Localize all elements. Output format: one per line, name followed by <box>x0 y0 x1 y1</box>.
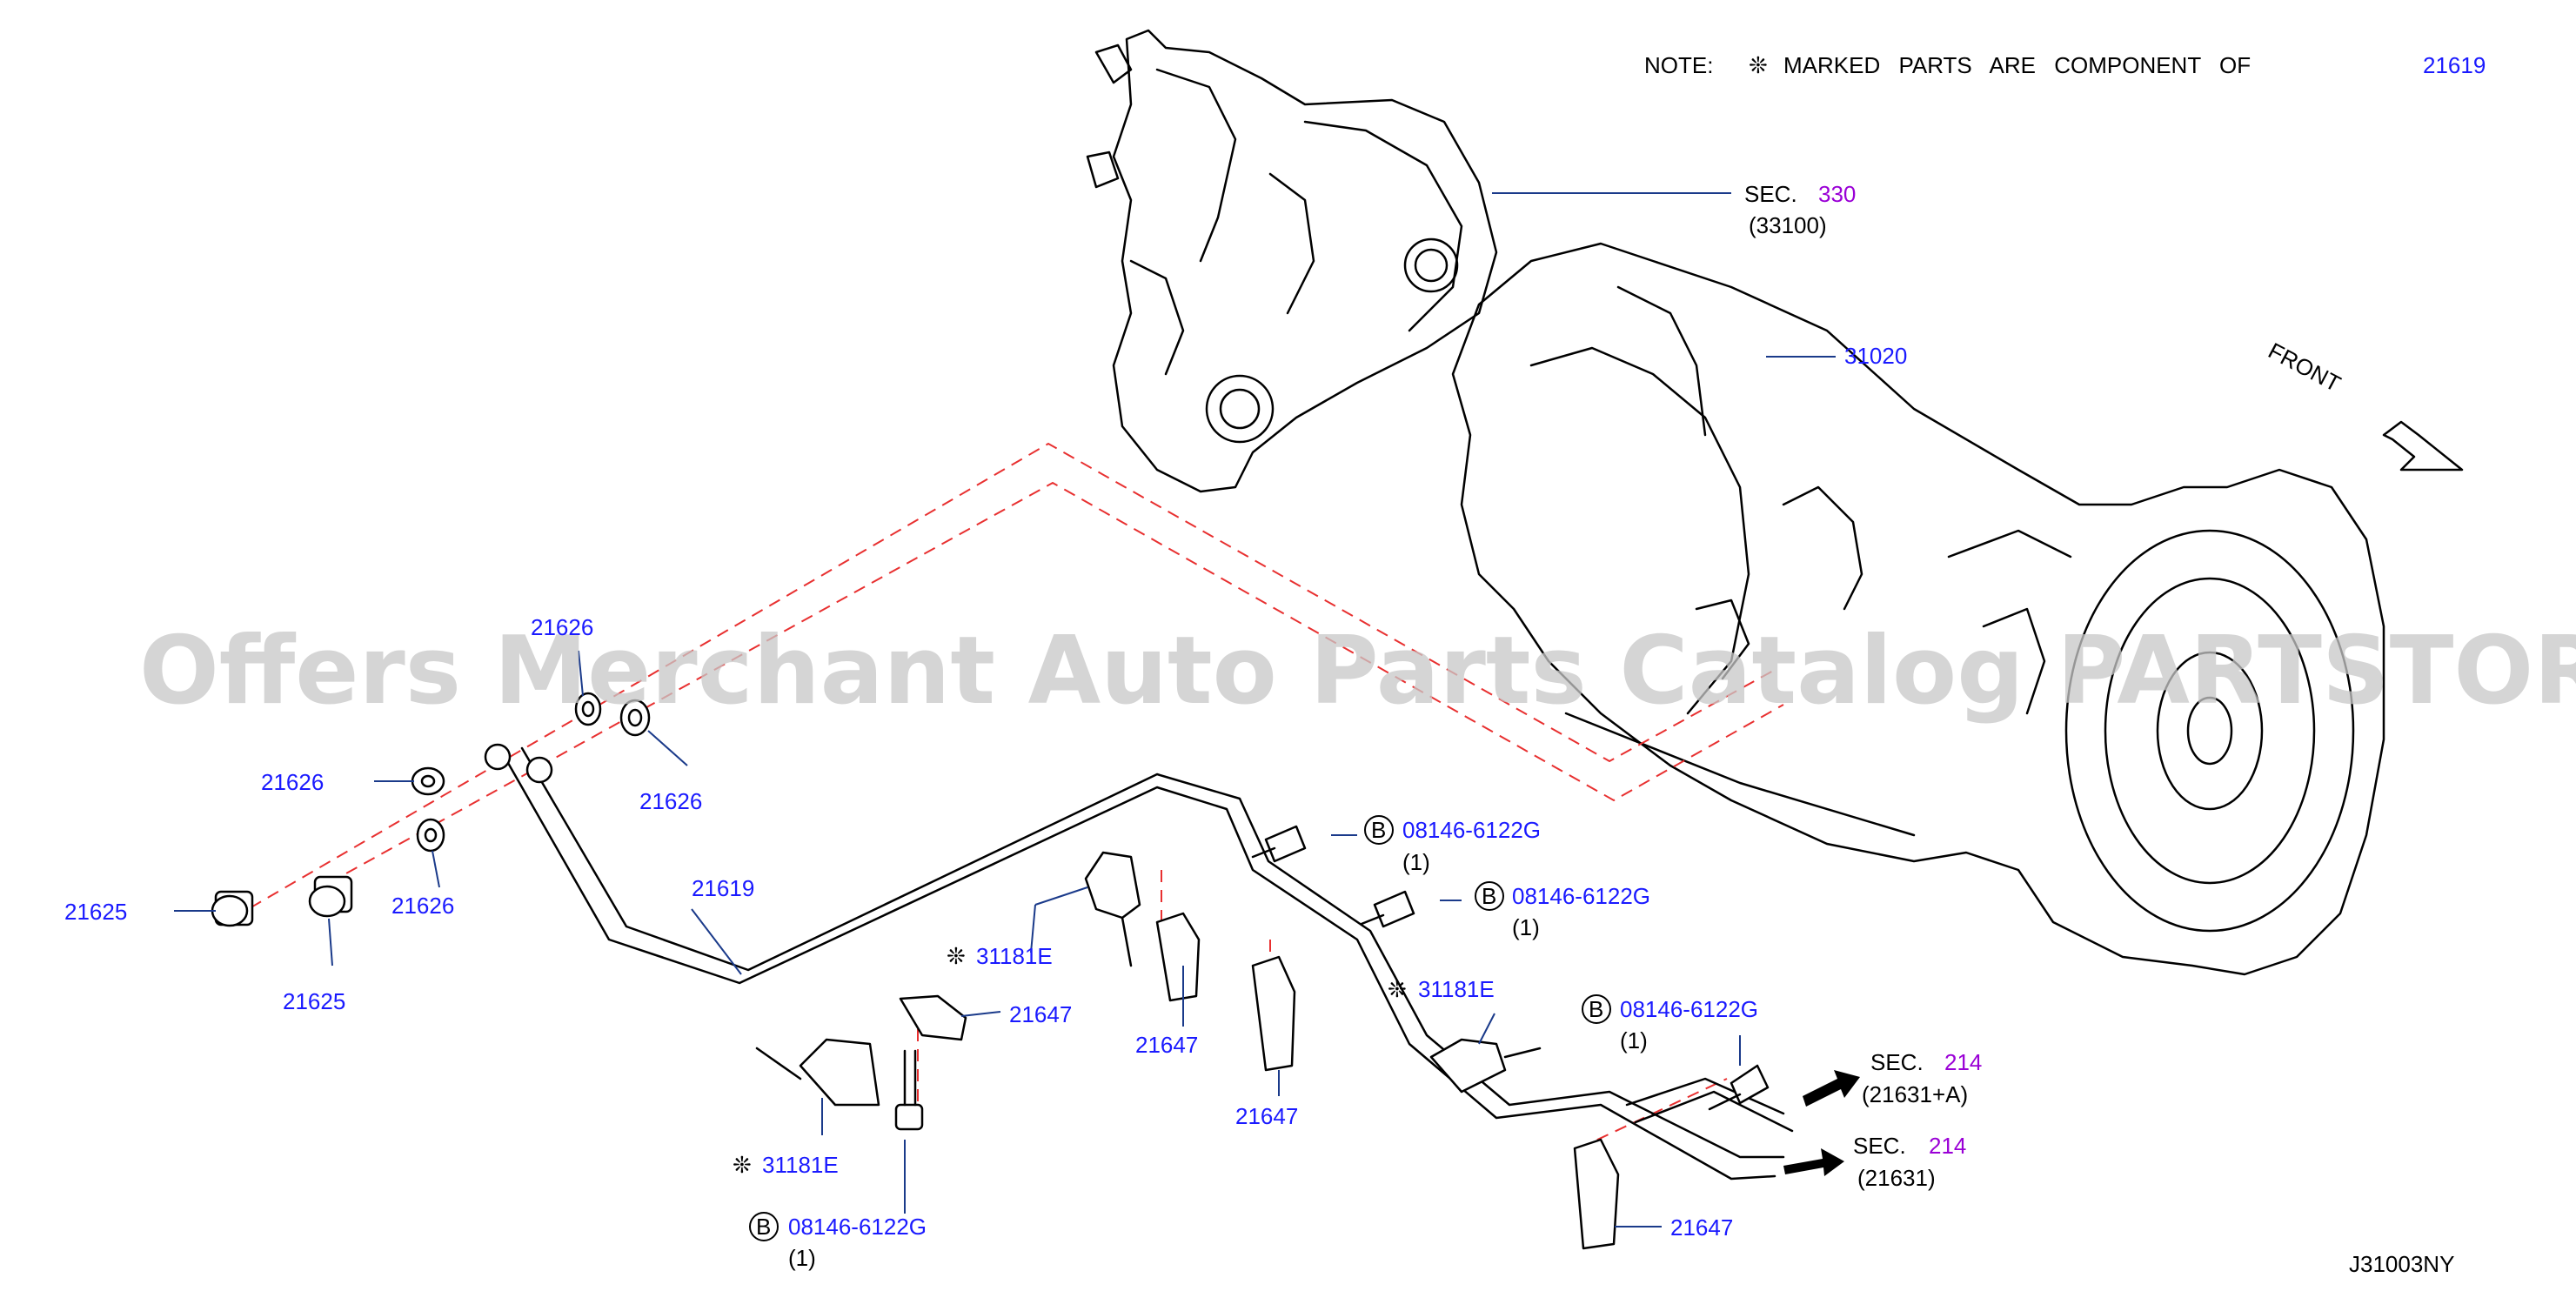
label-21647-b: 21647 <box>1135 1032 1198 1058</box>
clips-and-clamps <box>755 851 1620 1250</box>
oil-cooler-tube-21619 <box>484 743 1794 1181</box>
svg-text:214: 214 <box>1929 1133 1966 1159</box>
bolts-21625 <box>211 875 353 927</box>
dashed-leaders <box>232 442 1784 1149</box>
callout-leaders <box>174 192 1836 1227</box>
label-31181e-a: ❊ 31181E <box>947 943 1053 969</box>
svg-text:❊: ❊ <box>733 1152 752 1178</box>
diagram-code: J31003NY <box>2349 1251 2454 1277</box>
front-arrow: FRONT <box>2264 338 2464 472</box>
label-31181e-c: ❊ 31181E <box>733 1152 839 1178</box>
svg-text:(1): (1) <box>788 1245 816 1271</box>
bolt-callout-d: B 08146-6122G (1) <box>749 1212 927 1271</box>
svg-text:08146-6122G: 08146-6122G <box>1402 817 1541 843</box>
svg-text:214: 214 <box>1944 1049 1982 1075</box>
sec-arrows <box>1783 1070 1860 1176</box>
svg-text:(1): (1) <box>1620 1027 1648 1054</box>
bolts-08146-6122g <box>894 825 1770 1131</box>
transfer-case-drawing <box>1086 29 1498 493</box>
label-21626-right: 21626 <box>639 788 702 814</box>
svg-text:08146-6122G: 08146-6122G <box>1620 996 1758 1022</box>
svg-text:B: B <box>1482 883 1496 909</box>
svg-text:SEC.: SEC. <box>1853 1133 1906 1159</box>
svg-text:(1): (1) <box>1512 914 1540 940</box>
label-21626-left: 21626 <box>261 769 324 795</box>
front-label: FRONT <box>2264 338 2345 398</box>
svg-text:❊: ❊ <box>1388 976 1407 1002</box>
label-31020: 31020 <box>1844 343 1907 369</box>
label-21626-bottom: 21626 <box>391 893 454 919</box>
label-21647-a: 21647 <box>1009 1001 1072 1027</box>
bolt-callout-b: B 08146-6122G (1) <box>1475 881 1650 940</box>
svg-text:08146-6122G: 08146-6122G <box>788 1214 927 1240</box>
svg-text:31181E: 31181E <box>976 943 1053 969</box>
svg-text:31181E: 31181E <box>762 1152 839 1178</box>
note-ref: 21619 <box>2423 52 2486 78</box>
note-prefix: NOTE: <box>1644 52 1713 78</box>
sec-214-a: SEC. 214 (21631+A) <box>1862 1049 1982 1107</box>
svg-text:08146-6122G: 08146-6122G <box>1512 883 1650 909</box>
sec-330: SEC. 330 (33100) <box>1744 181 1856 238</box>
bolt-callout-a: B 08146-6122G (1) <box>1364 815 1541 875</box>
label-21647-d: 21647 <box>1670 1214 1733 1241</box>
note-header: NOTE: ❊ MARKED PARTS ARE COMPONENT OF 21… <box>1644 52 2486 78</box>
svg-text:(21631): (21631) <box>1857 1165 1936 1191</box>
sec-214-b: SEC. 214 (21631) <box>1853 1133 1966 1191</box>
svg-text:B: B <box>1371 817 1386 843</box>
svg-text:❊: ❊ <box>947 943 966 969</box>
svg-text:330: 330 <box>1818 181 1856 207</box>
bolt-callout-c: B 08146-6122G (1) <box>1582 994 1758 1054</box>
svg-text:SEC.: SEC. <box>1870 1049 1924 1075</box>
label-21619: 21619 <box>692 875 754 901</box>
svg-text:(21631+A): (21631+A) <box>1862 1081 1968 1107</box>
label-31181e-b: ❊ 31181E <box>1388 976 1495 1002</box>
label-21626-top: 21626 <box>531 614 593 640</box>
svg-text:31181E: 31181E <box>1418 976 1495 1002</box>
label-21647-c: 21647 <box>1235 1103 1298 1129</box>
note-mark: ❊ <box>1749 52 1768 78</box>
transmission-drawing <box>1451 242 2385 976</box>
svg-text:SEC.: SEC. <box>1744 181 1797 207</box>
label-21625-bottom: 21625 <box>283 988 345 1014</box>
label-21625-left: 21625 <box>64 899 127 925</box>
watermark: Offers Merchant Auto Parts Catalog PARTS… <box>139 617 2576 726</box>
note-text: MARKED PARTS ARE COMPONENT OF <box>1783 52 2251 78</box>
svg-text:B: B <box>1589 996 1603 1022</box>
svg-text:(33100): (33100) <box>1749 212 1827 238</box>
svg-text:(1): (1) <box>1402 849 1430 875</box>
svg-text:B: B <box>756 1214 771 1240</box>
